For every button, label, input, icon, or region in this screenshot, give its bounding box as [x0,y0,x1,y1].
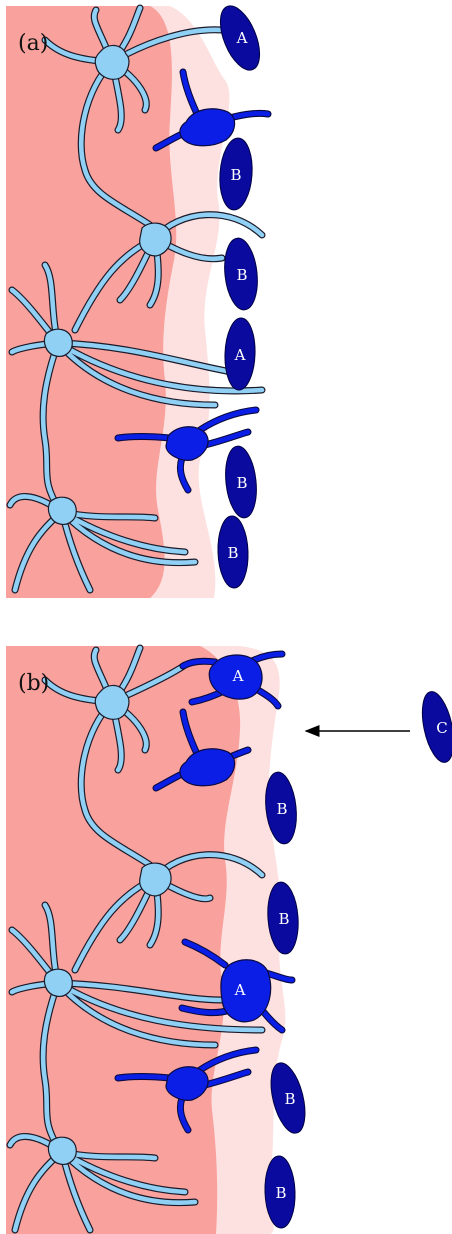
cell-a-2: A [224,317,256,390]
astrocyte-b4 [48,1137,76,1164]
cell-b-4: B [217,515,249,588]
cell-b-3: B [222,445,259,520]
astrocyte-a3 [44,329,72,356]
astrocyte-a2 [140,223,171,256]
cell-label: A [234,346,246,364]
cell-label: B [276,800,287,818]
panel-label-b: (b) [18,671,49,696]
cell-b-1: B [218,137,255,211]
cell-label: B [227,544,238,562]
cell-label: B [275,1184,286,1202]
astrocyte-b2 [140,863,171,896]
cell-label: B [284,1090,295,1108]
cell-label: A [232,667,244,685]
panel-b: A A B B B [6,646,452,1234]
cell-b-2: B [221,237,260,312]
cell-a-1: A [212,0,267,75]
panel-label-a: (a) [18,31,48,56]
cell-label: B [278,910,289,928]
cell-label: A [234,981,246,999]
cell-label: B [236,266,247,284]
cell-c: C [417,689,452,765]
cell-label: A [236,29,248,47]
panel-a: A B B A B B (a) [6,0,268,598]
cell-label: B [236,474,247,492]
astrocyte-b3 [44,969,72,996]
cell-label: B [230,166,241,184]
cell-label: C [436,719,447,737]
astrocyte-a4 [48,497,76,524]
